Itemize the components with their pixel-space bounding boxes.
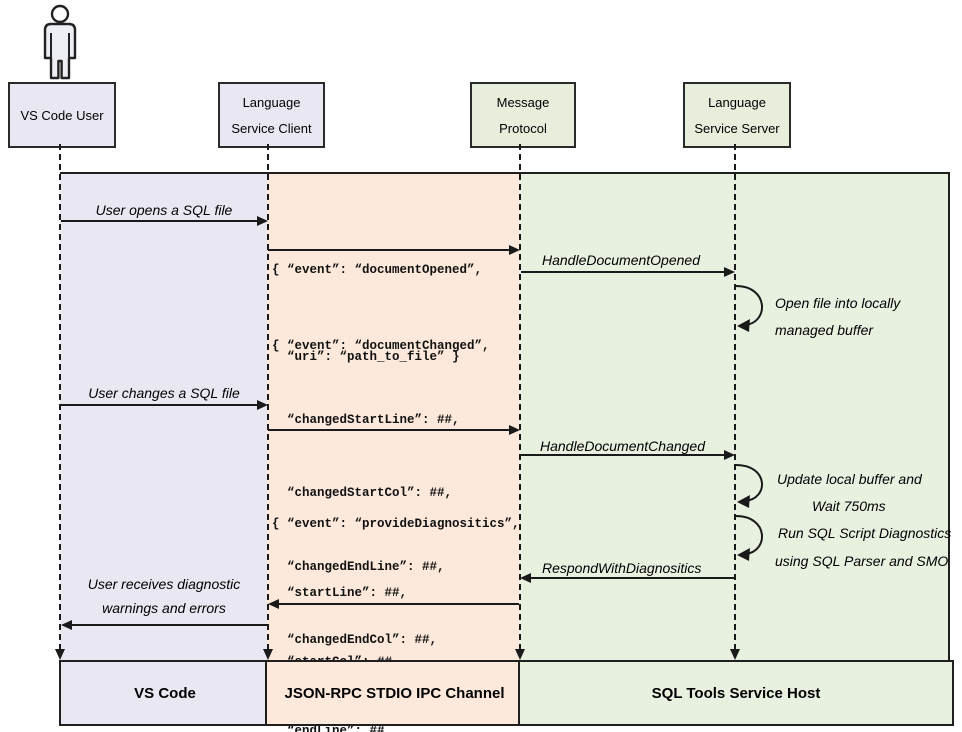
actor-label-server-1: Language bbox=[708, 94, 766, 110]
lifeline-end-arrow-user bbox=[55, 649, 65, 660]
lane-ipc bbox=[267, 174, 520, 662]
payload-document-opened: { “event”: “documentOpened”, “uri”: “pat… bbox=[272, 263, 483, 364]
lifeline-protocol bbox=[519, 144, 521, 650]
lifeline-end-arrow-protocol bbox=[515, 649, 525, 660]
message-label-handle-opened: HandleDocumentOpened bbox=[542, 252, 700, 268]
arrowhead-user-opens bbox=[257, 216, 268, 226]
arrow-handle-changed bbox=[521, 454, 724, 456]
message-label-handle-changed: HandleDocumentChanged bbox=[540, 438, 705, 454]
lifeline-client bbox=[267, 144, 269, 650]
footer-box-vscode: VS Code bbox=[59, 660, 271, 726]
arrowhead-handle-opened bbox=[724, 267, 735, 277]
message-label-user-opens: User opens a SQL file bbox=[95, 202, 233, 218]
arrowhead-user-changes bbox=[257, 400, 268, 410]
arrowhead-client-user bbox=[61, 620, 72, 630]
lane-vscode bbox=[60, 174, 267, 662]
self-loop-run-diagnostics bbox=[735, 515, 763, 561]
message-label-respond-diag: RespondWithDiagnositics bbox=[542, 560, 702, 576]
actor-label-client-1: Language bbox=[242, 94, 301, 110]
note-update-buffer-2: Wait 750ms bbox=[812, 498, 886, 514]
arrow-protocol-client bbox=[278, 603, 519, 605]
arrow-client-protocol-2 bbox=[268, 429, 509, 431]
actor-box-protocol: Message Protocol bbox=[470, 82, 576, 148]
arrowhead-protocol-client bbox=[268, 599, 279, 609]
message-label-user-receives-2: warnings and errors bbox=[102, 600, 226, 616]
arrowhead-client-protocol-2 bbox=[509, 425, 520, 435]
lifeline-end-arrow-server bbox=[730, 649, 740, 660]
note-update-buffer-1: Update local buffer and bbox=[777, 471, 922, 487]
actor-label-protocol-1: Message bbox=[496, 94, 550, 110]
footer-box-ipc: JSON-RPC STDIO IPC Channel bbox=[265, 660, 524, 726]
actor-box-user: VS Code User bbox=[8, 82, 116, 148]
lifeline-end-arrow-client bbox=[263, 649, 273, 660]
arrowhead-client-protocol-1 bbox=[509, 245, 520, 255]
note-open-file-2: managed buffer bbox=[775, 322, 874, 338]
actor-box-client: Language Service Client bbox=[218, 82, 325, 148]
arrow-client-user bbox=[71, 624, 267, 626]
actor-label-user: VS Code User bbox=[20, 107, 104, 123]
footer-label-host: SQL Tools Service Host bbox=[651, 684, 821, 702]
actor-label-protocol-2: Protocol bbox=[499, 120, 547, 136]
lifeline-server bbox=[734, 144, 736, 650]
lifeline-user bbox=[59, 144, 61, 650]
payload-provide-diagnostics: { “event”: “provideDiagnositics”, “start… bbox=[272, 517, 520, 732]
arrow-handle-opened bbox=[521, 271, 724, 273]
message-label-user-receives-1: User receives diagnostic bbox=[87, 576, 241, 592]
actor-box-server: Language Service Server bbox=[683, 82, 791, 148]
self-loop-update-buffer bbox=[735, 464, 763, 508]
note-open-file-1: Open file into locally bbox=[775, 295, 901, 311]
footer-box-host: SQL Tools Service Host bbox=[518, 660, 954, 726]
arrowhead-handle-changed bbox=[724, 450, 735, 460]
message-label-user-changes: User changes a SQL file bbox=[88, 385, 240, 401]
footer-label-vscode: VS Code bbox=[134, 684, 196, 702]
arrow-user-opens bbox=[61, 220, 258, 222]
arrow-client-protocol-1 bbox=[268, 249, 509, 251]
footer-label-ipc: JSON-RPC STDIO IPC Channel bbox=[284, 684, 505, 702]
note-run-diagnostics-2: using SQL Parser and SMO bbox=[775, 553, 949, 569]
arrowhead-respond-diag bbox=[520, 573, 531, 583]
arrow-user-changes bbox=[61, 404, 258, 406]
self-loop-open-file bbox=[735, 285, 763, 332]
user-actor-icon bbox=[43, 4, 77, 80]
arrow-respond-diag bbox=[530, 577, 734, 579]
actor-label-server-2: Service Server bbox=[694, 120, 780, 136]
actor-label-client-2: Service Client bbox=[231, 120, 312, 136]
note-run-diagnostics-1: Run SQL Script Diagnostics bbox=[778, 525, 952, 541]
